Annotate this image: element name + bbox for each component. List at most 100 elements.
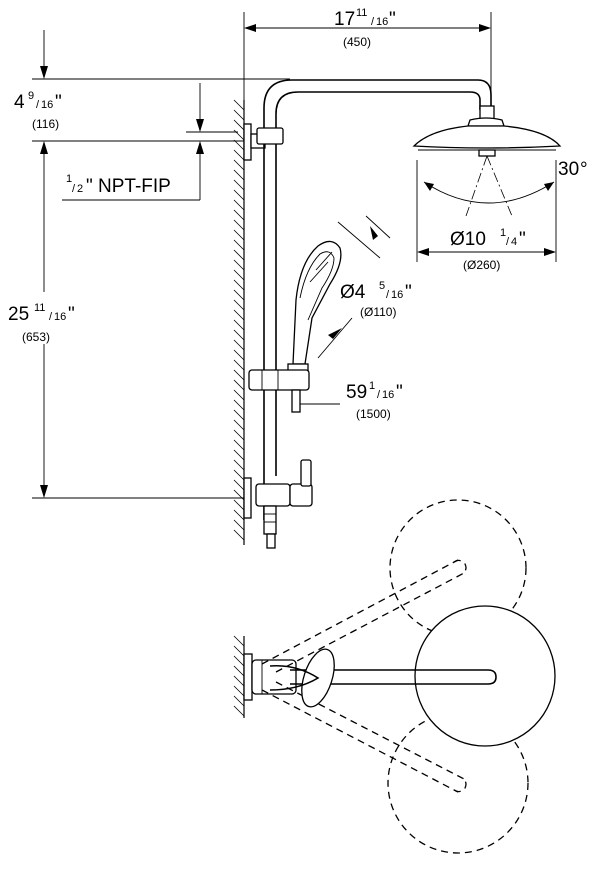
wall-hatch-line [233, 675, 245, 687]
wall-hatch-line [233, 209, 245, 221]
wall-hatch-line [233, 289, 245, 301]
width-top-den: 16 [376, 16, 388, 28]
spray-angle: 30 ° [423, 155, 588, 217]
head-diameter-prefix: Ø10 [450, 229, 486, 250]
wall-hatch-line [233, 695, 245, 707]
hand-diameter-den: 16 [391, 289, 403, 301]
wall-hatch-line [233, 149, 245, 161]
hose-length-slash: / [377, 389, 381, 401]
diverter-valve [255, 459, 313, 549]
arm-height-den: 16 [41, 99, 53, 111]
dimension-arm-height: 4 9 / 16 " (116) [14, 30, 62, 498]
wall-hatch-line [233, 379, 245, 391]
wall-hatch-line [233, 459, 245, 471]
wall-hatch-line [233, 369, 245, 381]
wall-hatch-line [233, 419, 245, 431]
wall-hatch-line [233, 429, 245, 441]
wall-hatch-line [233, 409, 245, 421]
holder-slide [248, 369, 310, 413]
top-view-mount [243, 653, 297, 701]
hand-diameter-unit: " [405, 282, 412, 303]
wall-hatch-line [233, 469, 245, 481]
wall-hatch-line [233, 509, 245, 521]
spray-angle-unit: ° [580, 159, 588, 180]
hand-diameter-slash: / [386, 289, 390, 301]
overhead-shower-head [412, 105, 562, 157]
wall-hatch-line [233, 439, 245, 451]
wall-hatch-line [233, 349, 245, 361]
wall-hatch-line [233, 269, 245, 281]
extension-lines [32, 12, 557, 499]
wall-height-slash: / [49, 311, 53, 323]
wall-hatch-line [233, 339, 245, 351]
wall-hatch-line [233, 129, 245, 141]
hose-length-metric: (1500) [356, 407, 391, 421]
inlet-num: 1 [66, 173, 72, 185]
wall-hatch-line [233, 665, 245, 677]
wall-hatch-line [233, 229, 245, 241]
wall-hatch-line [233, 499, 245, 511]
wall-hatch-line [233, 329, 245, 341]
wall-hatch-line [233, 109, 245, 121]
dimension-hose-length: 59 1 / 16 " (1500) [300, 380, 403, 421]
wall-height-unit: " [68, 304, 75, 325]
swivel-position-upper [261, 499, 527, 673]
wall-height-whole: 25 [8, 304, 29, 325]
top-view-head [269, 605, 556, 747]
hand-diameter-num: 5 [379, 280, 385, 292]
head-diameter-num: 1 [500, 227, 506, 239]
wall-height-num: 11 [34, 302, 45, 314]
dimension-head-diameter: Ø10 1 / 4 " (Ø260) [417, 227, 556, 272]
wall-hatch-line [233, 519, 245, 531]
hose-length-num: 1 [369, 380, 375, 392]
wall-hatch-line [233, 249, 245, 261]
arm-height-metric: (116) [32, 117, 59, 131]
width-top-num: 11 [356, 7, 367, 19]
hand-shower [287, 240, 342, 377]
wall-flange-bottom [243, 477, 252, 519]
head-diameter-den: 4 [511, 236, 517, 248]
wall-hatch-line [233, 685, 245, 697]
head-diameter-slash: / [506, 236, 510, 248]
wall-hatch-line [233, 449, 245, 461]
width-top-slash: / [371, 16, 375, 28]
wall-hatch-line [233, 319, 245, 331]
wall-hatching-upper [233, 99, 245, 545]
width-top-unit: " [389, 9, 396, 30]
wall-hatch-line [233, 529, 245, 541]
riser-pipe [256, 79, 492, 520]
spray-angle-value: 30 [558, 159, 579, 180]
wall-height-den: 16 [54, 311, 66, 323]
wall-hatch-line [233, 399, 245, 411]
wall-hatch-line [233, 479, 245, 491]
wall-hatch-line [233, 259, 245, 271]
wall-hatch-line [233, 705, 245, 717]
wall-hatch-line [233, 239, 245, 251]
wall-hatch-line [233, 189, 245, 201]
hose-length-whole: 59 [346, 382, 367, 403]
wall-hatching-lower [233, 635, 245, 718]
arm-height-slash: / [36, 99, 40, 111]
dimension-width-top: 17 11 / 16 " (450) [244, 7, 491, 49]
wall-hatch-line [233, 179, 245, 191]
wall-hatch-line [233, 219, 245, 231]
dimension-wall-height: 25 11 / 16 " (653) [4, 292, 94, 344]
wall-hatch-line [233, 279, 245, 291]
dimension-inlet: 1 / 2 " NPT-FIP [62, 83, 238, 201]
head-diameter-metric: (Ø260) [463, 258, 500, 272]
dimension-hand-diameter: Ø4 5 / 16 " (Ø110) [317, 215, 412, 359]
wall-hatch-line [233, 655, 245, 667]
wall-hatch-line [233, 99, 245, 111]
inlet-slash: / [72, 183, 76, 195]
hose-length-unit: " [396, 382, 403, 403]
wall-hatch-line [233, 489, 245, 501]
head-diameter-unit: " [519, 229, 526, 250]
wall-hatch-line [233, 299, 245, 311]
wall-hatch-line [233, 389, 245, 401]
wall-hatch-line [233, 159, 245, 171]
wall-hatch-line [233, 199, 245, 211]
arm-height-whole: 4 [14, 92, 25, 113]
wall-hatch-line [233, 169, 245, 181]
wall-hatch-line [233, 635, 245, 647]
